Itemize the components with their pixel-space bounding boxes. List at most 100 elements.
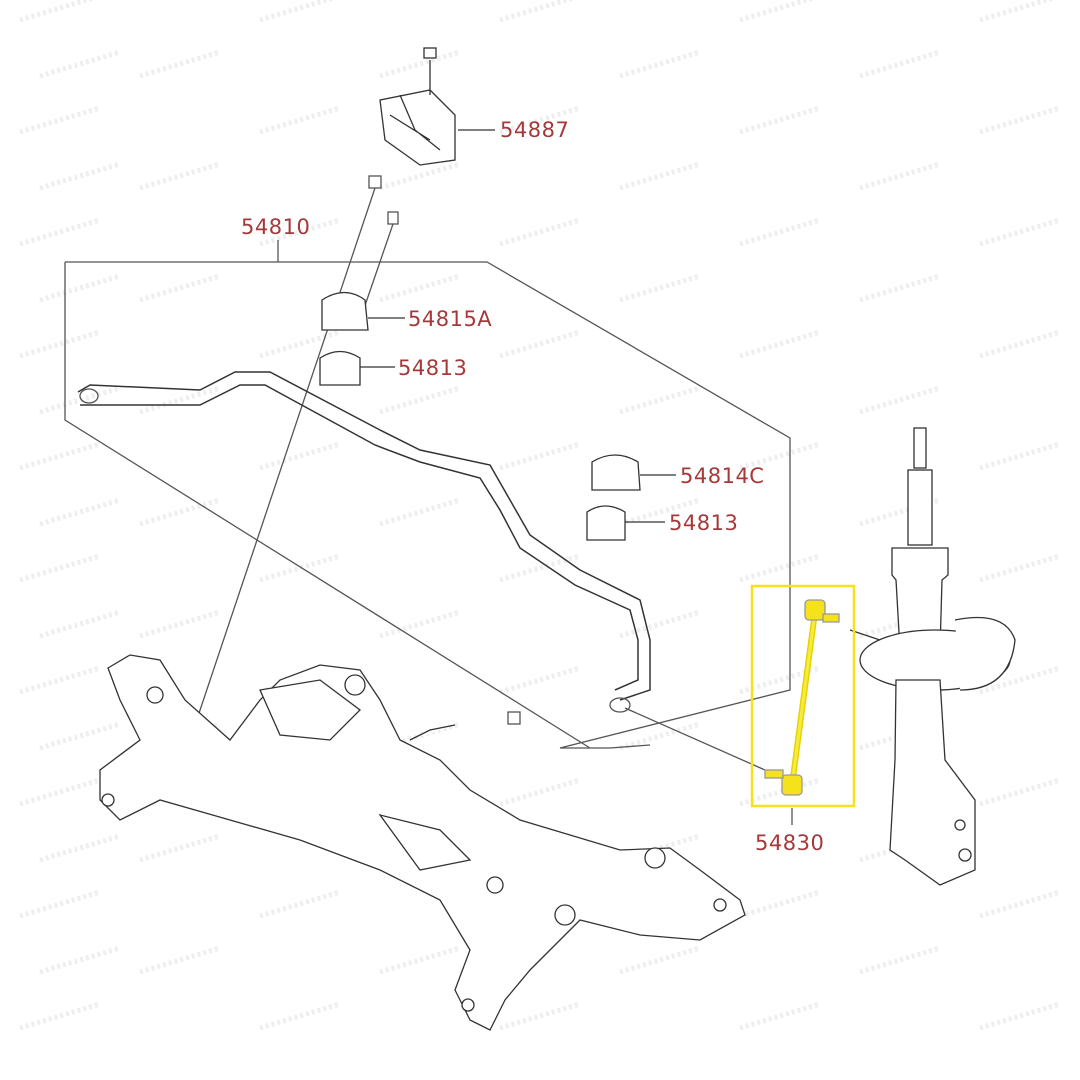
watermark-mark bbox=[379, 273, 461, 303]
watermark-mark bbox=[139, 161, 221, 191]
watermark-mark bbox=[19, 777, 101, 807]
watermark-mark bbox=[139, 945, 221, 975]
watermark-mark bbox=[19, 889, 101, 919]
part-label-54813-right[interactable]: 54813 bbox=[669, 511, 739, 535]
stabilizer-link-54830 bbox=[750, 584, 856, 825]
watermark-mark bbox=[499, 105, 581, 135]
watermark-mark bbox=[739, 889, 821, 919]
watermark-mark bbox=[259, 329, 341, 359]
watermark-mark bbox=[619, 945, 701, 975]
watermark-mark bbox=[499, 441, 581, 471]
watermark-mark bbox=[139, 385, 221, 415]
watermark-mark bbox=[39, 49, 121, 79]
watermark-mark bbox=[859, 945, 941, 975]
watermark-mark bbox=[979, 441, 1061, 471]
watermark-mark bbox=[979, 777, 1061, 807]
watermark-mark bbox=[979, 553, 1061, 583]
watermark-mark bbox=[739, 105, 821, 135]
subframe bbox=[99, 654, 746, 1031]
watermark-mark bbox=[979, 217, 1061, 247]
watermark-mark bbox=[19, 665, 101, 695]
watermark-mark bbox=[379, 497, 461, 527]
watermark-mark bbox=[39, 833, 121, 863]
watermark-mark bbox=[19, 0, 96, 23]
watermark-mark bbox=[259, 889, 341, 919]
watermark-mark bbox=[39, 161, 121, 191]
assembly-outline bbox=[64, 261, 791, 749]
watermark-mark bbox=[619, 497, 701, 527]
watermark-mark bbox=[739, 777, 821, 807]
stabilizer-bar bbox=[77, 371, 651, 701]
watermark-mark bbox=[379, 385, 461, 415]
watermark-mark bbox=[859, 49, 941, 79]
watermark-mark bbox=[259, 441, 341, 471]
watermark-mark bbox=[859, 161, 941, 191]
watermark-mark bbox=[739, 0, 816, 23]
watermark-mark bbox=[739, 441, 821, 471]
watermark-mark bbox=[859, 273, 941, 303]
watermark-mark bbox=[619, 273, 701, 303]
watermark-mark bbox=[499, 553, 581, 583]
watermark-mark bbox=[499, 1001, 581, 1031]
watermark-mark bbox=[859, 721, 941, 751]
watermark-mark bbox=[139, 273, 221, 303]
watermark-mark bbox=[979, 1001, 1061, 1031]
watermark-mark bbox=[259, 217, 341, 247]
watermark-mark bbox=[39, 273, 121, 303]
watermark-mark bbox=[19, 217, 101, 247]
watermark-mark bbox=[379, 945, 461, 975]
watermark-mark bbox=[259, 0, 336, 23]
watermark-mark bbox=[19, 553, 101, 583]
watermark-mark bbox=[379, 49, 461, 79]
watermark-mark bbox=[19, 329, 101, 359]
watermark-mark bbox=[39, 385, 121, 415]
watermark-mark bbox=[19, 105, 101, 135]
watermark-mark bbox=[739, 217, 821, 247]
watermark-mark bbox=[139, 497, 221, 527]
watermark-mark bbox=[979, 889, 1061, 919]
watermark-mark bbox=[619, 609, 701, 639]
part-label-54887[interactable]: 54887 bbox=[500, 118, 570, 142]
watermark-mark bbox=[379, 609, 461, 639]
bushing-parts bbox=[319, 291, 676, 541]
watermark-mark bbox=[259, 553, 341, 583]
strut-assembly bbox=[849, 427, 1016, 886]
watermark-mark bbox=[499, 217, 581, 247]
watermark-mark bbox=[39, 945, 121, 975]
watermark-mark bbox=[859, 833, 941, 863]
watermark-mark bbox=[619, 721, 701, 751]
watermark-mark bbox=[19, 1001, 101, 1031]
watermark-mark bbox=[499, 665, 581, 695]
watermark-mark bbox=[619, 385, 701, 415]
watermark-mark bbox=[739, 329, 821, 359]
watermark-mark bbox=[379, 161, 461, 191]
watermark-mark bbox=[979, 0, 1056, 23]
part-label-54814c[interactable]: 54814C bbox=[680, 464, 765, 488]
watermark-mark bbox=[499, 329, 581, 359]
watermark-mark bbox=[859, 385, 941, 415]
watermark-mark bbox=[619, 49, 701, 79]
watermark-mark bbox=[859, 497, 941, 527]
part-label-54815a[interactable]: 54815A bbox=[408, 307, 493, 331]
watermark-mark bbox=[499, 777, 581, 807]
part-label-54810[interactable]: 54810 bbox=[241, 215, 311, 239]
watermark-mark bbox=[139, 833, 221, 863]
watermark-mark bbox=[979, 665, 1061, 695]
watermark-mark bbox=[499, 0, 576, 23]
part-label-54830[interactable]: 54830 bbox=[755, 831, 825, 855]
bracket-54887 bbox=[379, 47, 495, 166]
watermark-mark bbox=[259, 105, 341, 135]
watermark-mark bbox=[259, 1001, 341, 1031]
watermark-mark bbox=[859, 609, 941, 639]
watermark-mark bbox=[979, 329, 1061, 359]
watermark-mark bbox=[139, 609, 221, 639]
watermark-mark bbox=[979, 105, 1061, 135]
watermark-mark bbox=[39, 609, 121, 639]
watermark-mark bbox=[739, 553, 821, 583]
watermark-mark bbox=[739, 1001, 821, 1031]
watermark-mark bbox=[39, 721, 121, 751]
part-label-54813-left[interactable]: 54813 bbox=[398, 356, 468, 380]
watermark-mark bbox=[139, 49, 221, 79]
